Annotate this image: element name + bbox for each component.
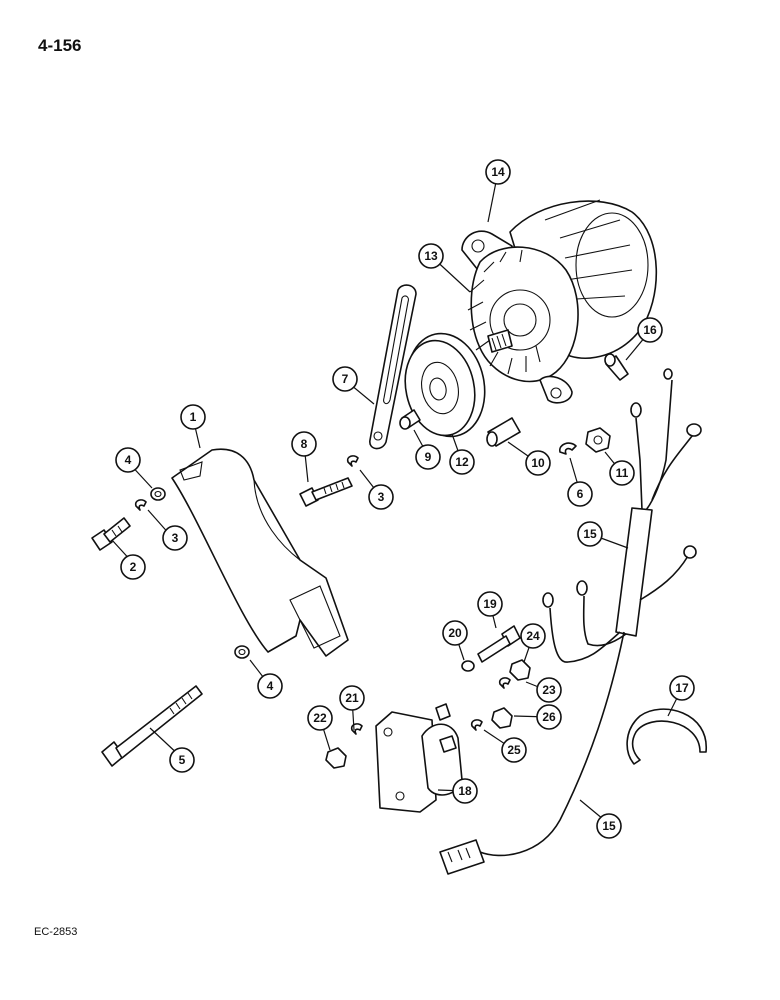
callout-label-9: 9 <box>425 450 432 464</box>
adjusting-arm-illustration <box>369 284 417 450</box>
spacer-illustration <box>399 409 421 430</box>
callout-label-20: 20 <box>448 626 462 640</box>
lock-washer-illustration <box>559 442 577 455</box>
callout-label-11: 11 <box>616 466 629 480</box>
callout-15: 15 <box>596 813 622 839</box>
callout-label-25: 25 <box>507 743 521 757</box>
lock-washer-illustration-3 <box>134 499 147 511</box>
callout-label-5: 5 <box>179 753 186 767</box>
callout-label-26: 26 <box>542 710 556 724</box>
callout-label-3: 3 <box>172 531 179 545</box>
shield-illustration <box>171 448 349 657</box>
callout-16: 16 <box>637 317 663 343</box>
callout-26: 26 <box>536 704 562 730</box>
bolt-illustration <box>299 477 353 507</box>
flat-washer-illustration-3 <box>461 660 475 672</box>
callout-4: 4 <box>257 673 283 699</box>
alternator-illustration <box>461 199 658 404</box>
nut-illustration-3 <box>491 707 513 729</box>
wiring-harness-illustration <box>439 368 702 875</box>
nut-illustration-4 <box>325 747 347 769</box>
callout-label-23: 23 <box>542 683 556 697</box>
flat-washer-illustration <box>150 487 166 501</box>
callout-label-6: 6 <box>577 487 584 501</box>
callout-label-22: 22 <box>313 711 327 725</box>
callout-19: 19 <box>477 591 503 617</box>
relay-illustration <box>375 703 463 813</box>
callout-25: 25 <box>501 737 527 763</box>
callout-23: 23 <box>536 677 562 703</box>
lock-washer-illustration-4 <box>498 677 511 689</box>
callout-label-10: 10 <box>531 456 545 470</box>
callout-11: 11 <box>609 460 635 486</box>
callout-20: 20 <box>442 620 468 646</box>
callout-3: 3 <box>368 484 394 510</box>
callout-label-12: 12 <box>455 455 469 469</box>
callout-22: 22 <box>307 705 333 731</box>
lock-washer-illustration-5 <box>470 719 483 731</box>
callout-15: 15 <box>577 521 603 547</box>
bolt-illustration-3 <box>477 625 521 663</box>
callout-label-16: 16 <box>643 323 657 337</box>
callout-6: 6 <box>567 481 593 507</box>
callout-4: 4 <box>115 447 141 473</box>
callout-13: 13 <box>418 243 444 269</box>
terminal-illustration <box>604 353 629 381</box>
long-bolt-illustration <box>101 685 203 767</box>
drawing-code: EC-2853 <box>34 926 78 938</box>
callout-label-14: 14 <box>491 165 505 179</box>
callout-label-7: 7 <box>342 372 349 386</box>
sleeve-illustration <box>486 417 521 447</box>
clip-illustration <box>626 708 707 765</box>
callout-label-2: 2 <box>130 560 137 574</box>
callout-9: 9 <box>415 444 441 470</box>
callout-label-4: 4 <box>267 679 274 693</box>
callout-18: 18 <box>452 778 478 804</box>
flat-washer-illustration-2 <box>234 645 250 659</box>
bolt-illustration-2 <box>91 517 131 551</box>
callout-12: 12 <box>449 449 475 475</box>
callout-2: 2 <box>120 554 146 580</box>
callout-17: 17 <box>669 675 695 701</box>
callout-1: 1 <box>180 404 206 430</box>
callout-3: 3 <box>162 525 188 551</box>
lock-washer-illustration-2 <box>346 455 359 467</box>
pulley-illustration <box>404 332 486 438</box>
callout-label-3: 3 <box>378 490 385 504</box>
callout-label-13: 13 <box>424 249 438 263</box>
callout-label-15: 15 <box>602 819 616 833</box>
nut-illustration <box>585 427 611 453</box>
callout-label-19: 19 <box>483 597 497 611</box>
callout-14: 14 <box>485 159 511 185</box>
callout-label-24: 24 <box>526 629 540 643</box>
callout-8: 8 <box>291 431 317 457</box>
callout-21: 21 <box>339 685 365 711</box>
callout-label-17: 17 <box>675 681 689 695</box>
callout-24: 24 <box>520 623 546 649</box>
callout-5: 5 <box>169 747 195 773</box>
callout-label-15: 15 <box>583 527 597 541</box>
callout-label-21: 21 <box>345 691 359 705</box>
nut-illustration-2 <box>509 659 531 681</box>
callout-label-1: 1 <box>190 410 197 424</box>
callout-label-8: 8 <box>301 437 308 451</box>
callout-label-4: 4 <box>125 453 132 467</box>
callout-label-18: 18 <box>458 784 472 798</box>
page-number: 4-156 <box>38 36 82 55</box>
callout-10: 10 <box>525 450 551 476</box>
callout-7: 7 <box>332 366 358 392</box>
